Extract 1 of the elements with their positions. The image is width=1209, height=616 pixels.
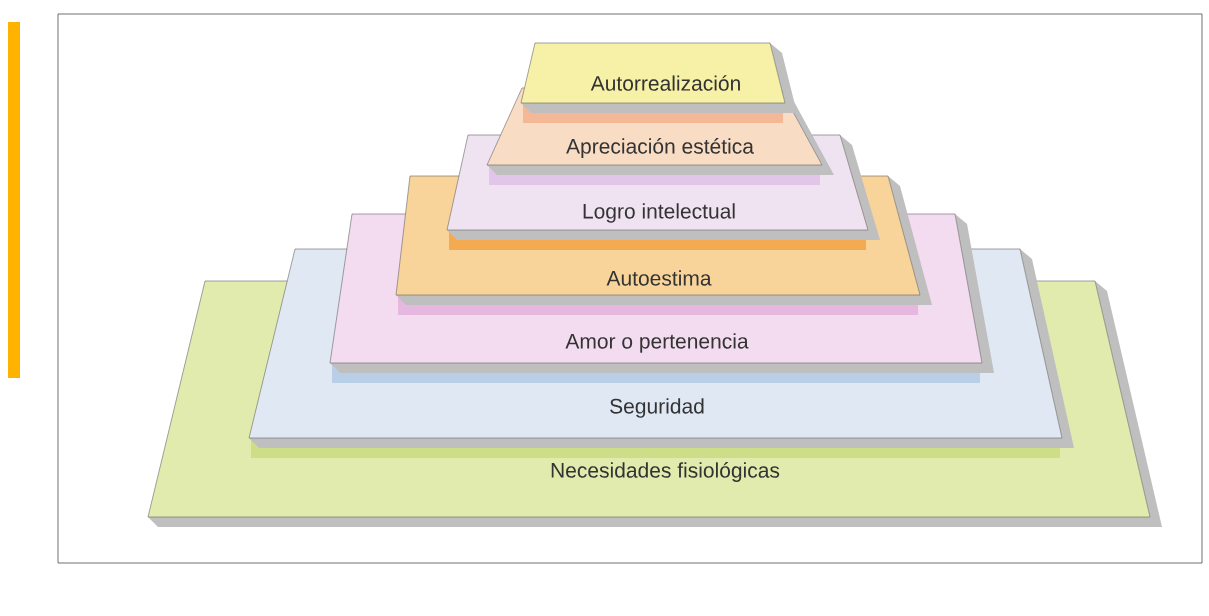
pyramid-layer: Autorrealización xyxy=(520,42,797,113)
